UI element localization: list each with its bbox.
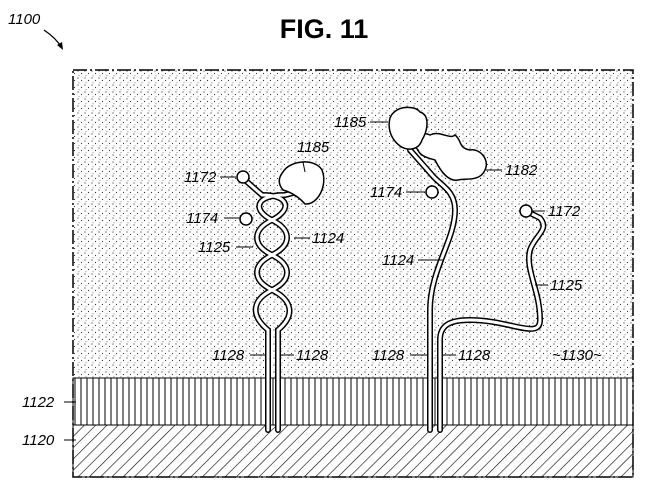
- left-1185-shape: [278, 161, 325, 205]
- right-1185-shape: [388, 106, 428, 150]
- label-left-1128b: 1128: [296, 347, 329, 364]
- label-left-1185: 1185: [297, 139, 330, 156]
- left-1172-bead: [236, 170, 250, 184]
- label-right-1128b: 1128: [458, 347, 491, 364]
- label-right-1125: 1125: [550, 277, 583, 294]
- left-1174-bead: [239, 212, 253, 226]
- layer-1120: [72, 424, 634, 478]
- label-left-1128a: 1128: [212, 347, 245, 364]
- right-1172-bead: [519, 204, 533, 218]
- left-molecule: [242, 177, 308, 433]
- figure-title: FIG. 11: [280, 14, 369, 44]
- label-right-1172: 1172: [548, 203, 581, 220]
- label-right-1185: 1185: [334, 114, 367, 131]
- ref-arrowhead-icon: [57, 42, 63, 50]
- label-left-1174: 1174: [186, 210, 218, 227]
- label-left-1125: 1125: [198, 239, 231, 256]
- label-medium-1130-number: 1130: [561, 347, 594, 364]
- figure-ref: 1100: [8, 11, 41, 28]
- label-left-1172: 1172: [184, 169, 217, 186]
- label-right-1124: 1124: [382, 252, 414, 269]
- label-right-1182: 1182: [505, 162, 538, 179]
- label-right-1128a: 1128: [372, 347, 405, 364]
- label-medium-1130: ~1130~: [552, 347, 602, 364]
- layer-1122: [72, 377, 634, 426]
- right-1174-bead: [425, 185, 439, 199]
- label-left-1124: 1124: [312, 230, 344, 247]
- right-1182-shape: [413, 132, 487, 181]
- label-layer-1122: 1122: [22, 394, 55, 411]
- label-right-1174: 1174: [370, 184, 402, 201]
- label-layer-1120: 1120: [22, 432, 55, 449]
- leader-lines: [64, 121, 548, 441]
- right-molecule: [407, 147, 547, 433]
